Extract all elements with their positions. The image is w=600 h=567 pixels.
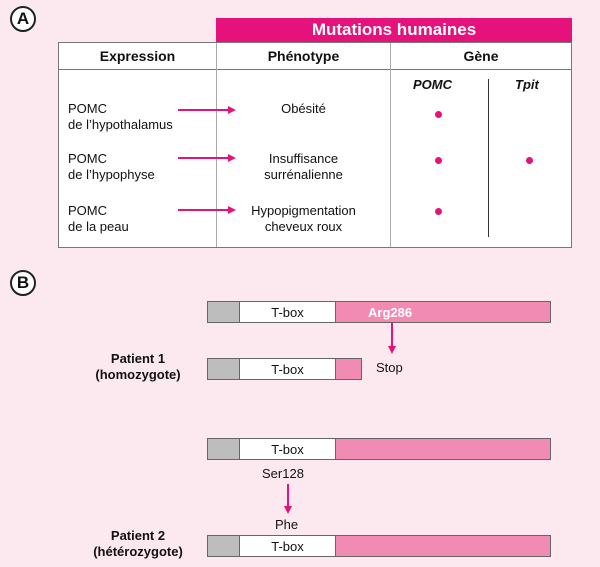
header-divider [59,69,571,70]
row1-phenotype: Obésité [281,101,326,116]
patient1-label: Patient 1 (homozygote) [95,351,181,382]
row3-expression: POMC de la peau [68,203,129,234]
gene-divider [488,79,489,237]
row2-tpit-dot [526,157,533,164]
column-divider-2 [390,43,391,247]
mutations-banner: Mutations humaines [216,18,572,42]
patient2-tbox: T-box [239,535,336,557]
protein2-tbox: T-box [239,438,336,460]
phe-label: Phe [275,517,299,532]
ser128-label: Ser128 [262,466,304,481]
header-expression: Expression [99,48,176,64]
row1-pomc-dot [435,111,442,118]
protein2-c-terminus [335,438,551,460]
patient2-n-terminus [207,535,240,557]
patient1-truncated-c-terminus [335,358,362,380]
patient2-label: Patient 2 (hétérozygote) [93,528,183,559]
row2-phenotype: Insuffisance surrénalienne [264,151,343,182]
stop-label: Stop [376,360,403,375]
arg286-label: Arg286 [368,305,413,320]
gene-pomc-label: POMC [413,77,452,92]
header-phenotype: Phénotype [267,48,340,64]
protein1-tbox: T-box [239,301,336,323]
row2-expression: POMC de l’hypophyse [68,151,155,182]
row3-pomc-dot [435,208,442,215]
protein1-n-terminus [207,301,240,323]
patient2-c-terminus [335,535,551,557]
protein2-n-terminus [207,438,240,460]
header-gene: Gène [463,48,499,64]
panel-b-label: B [10,270,36,296]
gene-tpit-label: Tpit [515,77,539,92]
mutations-table: Expression Phénotype Gène POMC Tpit POMC… [58,42,572,248]
patient1-n-terminus [207,358,240,380]
protein1-c-terminus: Arg286 [335,301,551,323]
row3-phenotype: Hypopigmentation cheveux roux [251,203,356,234]
panel-a-label: A [10,6,36,32]
row1-expression: POMC de l’hypothalamus [68,101,173,132]
patient1-tbox: T-box [239,358,336,380]
row2-pomc-dot [435,157,442,164]
column-divider-1 [216,43,217,247]
